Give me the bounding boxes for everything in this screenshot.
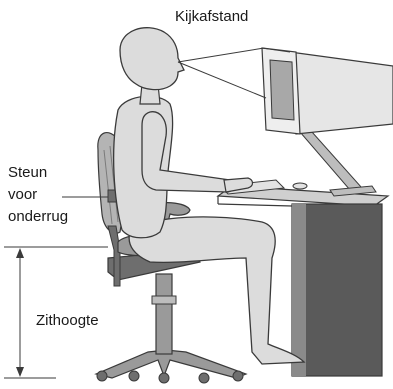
chair-caster: [158, 372, 170, 384]
person-hand: [223, 177, 254, 193]
monitor-stand-arm: [298, 131, 363, 191]
monitor-base: [329, 185, 377, 197]
person-legs: [128, 216, 306, 365]
lumbar-support-label-line1: Steun: [8, 164, 48, 181]
chair-gas-column: [155, 273, 173, 355]
monitor-screen: [269, 59, 295, 121]
lumbar-support-label-line2: voor: [8, 186, 38, 203]
chair-caster: [198, 372, 210, 384]
viewing-distance-label: Kijkafstand: [175, 8, 249, 25]
desk-cabinet-highlight: [292, 204, 306, 376]
person-head: [119, 27, 185, 91]
seat-height-arrow-up: [16, 248, 24, 258]
chair-caster: [128, 370, 140, 382]
sight-line-upper: [177, 47, 265, 63]
seated-person: [113, 27, 306, 365]
mouse: [292, 182, 308, 190]
lumbar-support-label-line3: onderrug: [8, 208, 69, 225]
person-arm: [141, 111, 235, 193]
sight-line-lower: [177, 61, 267, 99]
desk: [216, 185, 390, 377]
monitor: [261, 47, 393, 197]
chair-caster: [232, 370, 244, 382]
seat-height-arrow-down: [16, 367, 24, 377]
chair-back-support: [107, 225, 121, 287]
monitor-back-housing: [289, 51, 393, 135]
seat-height-label: Zithoogte: [34, 311, 101, 330]
chair-caster: [96, 370, 108, 382]
